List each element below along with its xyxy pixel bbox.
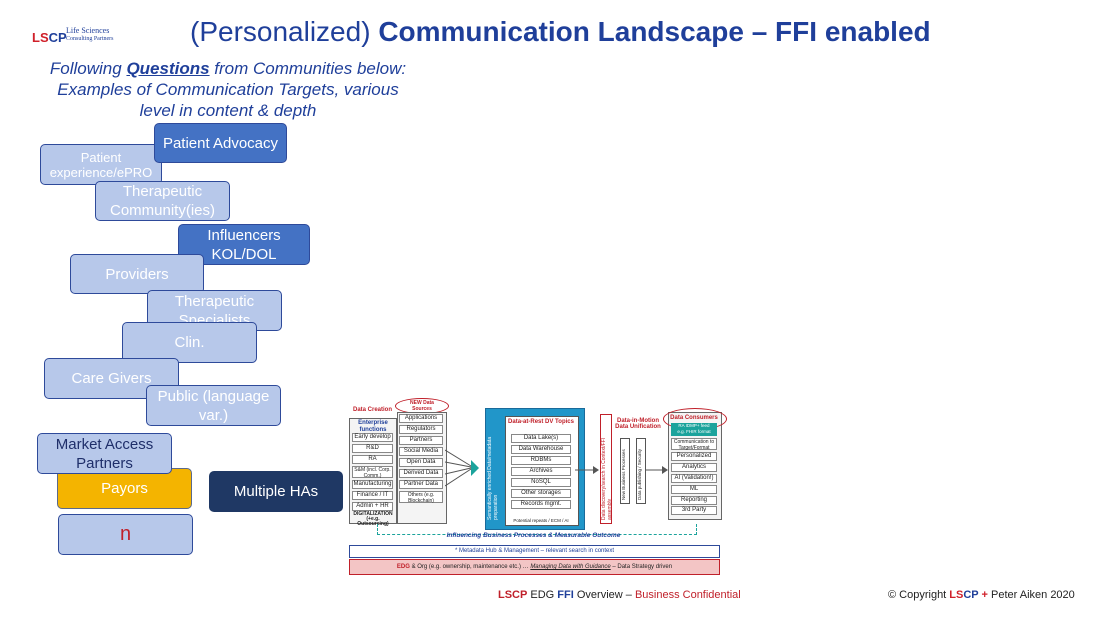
enterprise-item: RA xyxy=(352,455,393,464)
rest-item: Other storages xyxy=(511,489,571,498)
consumer-item: 3rd Party xyxy=(671,506,717,515)
clin-box: Clin. xyxy=(122,322,257,363)
n-box: n xyxy=(58,514,193,555)
enterprise-item: S&M (incl. Corp. Comm.) xyxy=(352,466,393,479)
enterprise-item: Finance / IT xyxy=(352,491,393,500)
rest-footer: Potential repeats / ECM / AI xyxy=(513,518,569,523)
rest-item: Data Warehouse xyxy=(511,445,571,454)
market-access-box: Market Access Partners xyxy=(37,433,172,474)
rest-item: Records mgmt. xyxy=(511,500,571,509)
enterprise-item: R&D xyxy=(352,444,393,453)
consumer-item: Analytics xyxy=(671,463,717,472)
rest-item: NoSQL xyxy=(511,478,571,487)
consumer-item: ML xyxy=(671,485,717,494)
dps-label: Data publishing / Security xyxy=(637,448,642,500)
data-creation-label: Data Creation xyxy=(353,407,393,413)
blue-vertical-label: Semantically enriched Data/metadata prep… xyxy=(487,436,499,520)
subtitle: Following Questions from Communities bel… xyxy=(49,59,407,120)
arrow-to-motion xyxy=(575,466,599,474)
new-sources-label: NEW Data Sources xyxy=(410,400,434,412)
providers-box: Providers xyxy=(70,254,204,294)
flow-arrows xyxy=(445,449,479,487)
consumer-item: AI (Validation!) xyxy=(671,474,717,483)
rest-item: Data Lake(s) xyxy=(511,434,571,443)
payors-box: Payors xyxy=(57,468,192,509)
red-vertical-label: Data discovery/search in Context/FFI ass… xyxy=(601,437,613,520)
source-item: Social Media xyxy=(399,447,443,456)
page-title: (Personalized) Communication Landscape –… xyxy=(190,16,931,47)
data-at-rest-title: Data-at-Rest DV Topics xyxy=(508,419,574,425)
rest-item: RDBMs xyxy=(511,456,571,465)
consumers-title: Data Consumers xyxy=(670,415,718,421)
data-in-motion-title: Data-in-Motion Data Unification xyxy=(615,418,661,430)
arrow-to-consumers xyxy=(646,466,668,474)
footer: LSCP EDG FFI Overview – Business Confide… xyxy=(498,589,741,601)
enterprise-item: Manufacturing xyxy=(352,480,393,489)
data-landscape-diagram: Data Creation NEW Data Sources Enterpris… xyxy=(347,398,727,576)
multiple-has-box: Multiple HAs xyxy=(209,471,343,512)
consumer-item: Communication to Target/Format xyxy=(671,438,717,451)
enterprise-item: Early develop xyxy=(352,433,393,442)
consumer-item: Personalized xyxy=(671,452,717,461)
metadata-bar: * Metadata Hub & Management – relevant s… xyxy=(349,545,720,558)
rest-item: Archives xyxy=(511,467,571,476)
influencing-label: Influencing Business Processes & Measura… xyxy=(446,532,621,539)
therapeutic-community-box: Therapeutic Community(ies) xyxy=(95,181,230,221)
consumer-item: Reporting xyxy=(671,496,717,505)
source-item: Derived Data xyxy=(399,469,443,478)
nbp-label: New Business Processes xyxy=(621,449,626,500)
source-item: Others (e.g. Blockchain) xyxy=(399,491,443,504)
public-box: Public (language var.) xyxy=(146,385,281,426)
source-item: Regulators xyxy=(399,425,443,434)
source-item: Partner Data xyxy=(399,480,443,489)
logo: LSCP xyxy=(32,30,67,45)
enterprise-label: Enterprise functions xyxy=(358,420,388,433)
source-item: Applications xyxy=(399,414,443,423)
patient-experience-box: Patient experience/ePRO xyxy=(40,144,162,185)
copyright: © Copyright LSCP + Peter Aiken 2020 xyxy=(888,589,1075,601)
enterprise-item: Admin + HR xyxy=(352,502,393,511)
source-item: Open Data xyxy=(399,458,443,467)
edg-bar: EDG & Org (e.g. ownership, maintenance e… xyxy=(349,559,720,575)
logo-subtitle: Life Sciences Consulting Partners xyxy=(66,26,114,42)
digitalization-label: DIGITALIZATION (+e.g. Outsourcing) xyxy=(353,511,393,527)
patient-advocacy-box: Patient Advocacy xyxy=(154,123,287,163)
source-item: Partners xyxy=(399,436,443,445)
